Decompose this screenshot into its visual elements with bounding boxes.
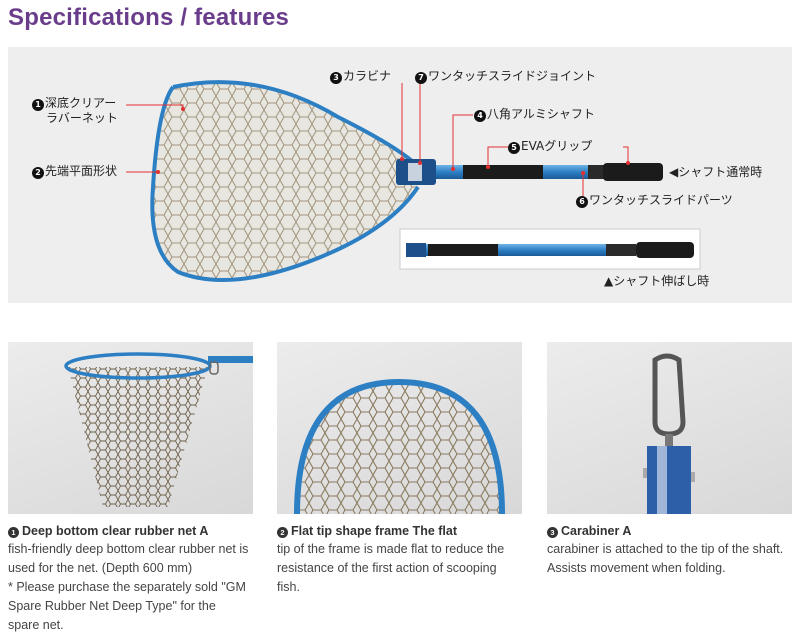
number-badge: 1 bbox=[32, 99, 44, 111]
label-text: ワンタッチスライドジョイント bbox=[428, 69, 597, 83]
label-text: 先端平面形状 bbox=[45, 164, 118, 178]
deep-net-illustration bbox=[64, 352, 253, 507]
landing-net-illustration bbox=[126, 80, 701, 282]
number-badge: 5 bbox=[508, 142, 520, 154]
label-text: ラバーネット bbox=[46, 111, 118, 125]
feature-title-text: Carabiner A bbox=[561, 524, 632, 538]
label-text: EVAグリップ bbox=[521, 139, 593, 153]
feature-description: carabiner is attached to the tip of the … bbox=[547, 542, 784, 575]
label-shaft-normal: ◀シャフト通常時 bbox=[669, 165, 763, 179]
number-badge: 2 bbox=[32, 167, 44, 179]
feature-description: fish-friendly deep bottom clear rubber n… bbox=[8, 542, 249, 632]
label-text: カラビナ bbox=[343, 69, 392, 83]
feature-title-text: Deep bottom clear rubber net A bbox=[22, 524, 209, 538]
number-badge: 4 bbox=[474, 110, 486, 122]
number-badge: 1 bbox=[8, 527, 19, 538]
carabiner-illustration bbox=[643, 353, 695, 514]
feature-title-text: Flat tip shape frame The flat bbox=[291, 524, 458, 538]
feature-image-flat-tip bbox=[277, 342, 522, 514]
label-text: 深底クリアー bbox=[45, 96, 117, 110]
feature-image-carabiner bbox=[547, 342, 792, 514]
page-title: Specifications / features bbox=[8, 4, 290, 31]
flat-tip-illustration bbox=[294, 378, 505, 514]
label-text: ワンタッチスライドパーツ bbox=[589, 193, 733, 207]
number-badge: 3 bbox=[547, 527, 558, 538]
label-shaft-extended: ▲シャフト伸ばし時 bbox=[604, 274, 710, 288]
number-badge: 3 bbox=[330, 72, 342, 84]
label-text: 八角アルミシャフト bbox=[487, 107, 595, 121]
feature-image-deep-net bbox=[8, 342, 253, 514]
number-badge: 6 bbox=[576, 196, 588, 208]
number-badge: 7 bbox=[415, 72, 427, 84]
number-badge: 2 bbox=[277, 527, 288, 538]
feature-description: tip of the frame is made flat to reduce … bbox=[277, 542, 505, 594]
